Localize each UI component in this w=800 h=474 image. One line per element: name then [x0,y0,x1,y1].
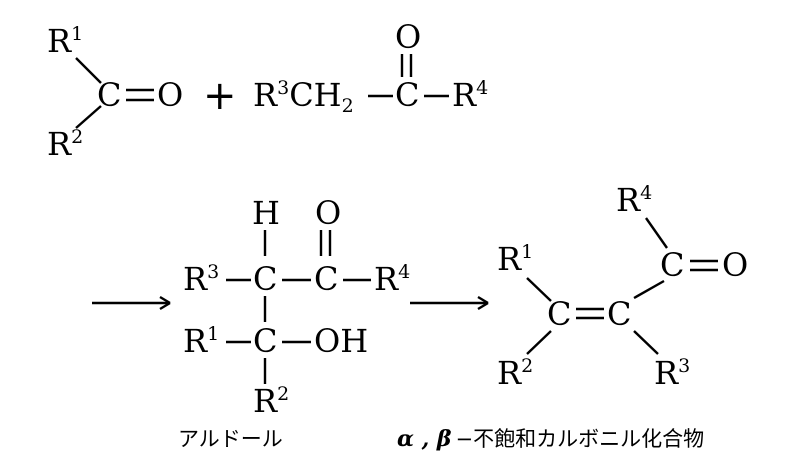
enone-c-left: C [547,295,571,333]
reactant-aldehyde-ketone: R1 R2 C O [47,22,183,163]
bond-c-r3 [633,330,659,355]
aldol-h: H [252,194,280,232]
aldol-caption: アルドール [178,427,283,451]
plus-sign: + [203,73,237,119]
enone-oxygen: O [722,246,748,284]
r3-ch2-label: R3CH2 [253,76,354,117]
reaction-arrow-2 [410,295,489,311]
r2-label: R2 [47,125,83,163]
enone-r2: R2 [497,354,533,392]
bond-c-c-carbonyl [633,279,665,300]
enone-r3: R3 [654,354,690,392]
carbonyl-carbon: C [97,76,121,114]
aldol-c-lower: C [253,322,277,360]
aldol-r4: R4 [374,260,410,298]
bond-r2-c [75,105,102,129]
enone-r4: R4 [616,181,652,219]
r4-label: R4 [452,76,488,114]
carbonyl-oxygen: O [157,76,183,114]
bond-r4-c [645,217,668,249]
aldol-r3: R3 [183,260,219,298]
ketone-carbon: C [395,76,419,114]
aldol-c-carbonyl: C [314,260,338,298]
enone-c-carbonyl: C [660,246,684,284]
enone-r1: R1 [497,240,533,278]
enone-caption: α , β−不飽和カルボニル化合物 [397,426,704,452]
ketone-oxygen: O [395,18,421,56]
bond-r1-c [526,277,552,302]
r1-label: R1 [47,22,83,60]
aldol-c-upper: C [253,260,277,298]
enone-c-right: C [607,295,631,333]
reaction-arrow-1 [92,295,171,311]
aldol-intermediate: H O R3 C C R4 R1 C OH R2 アルドール [178,194,410,451]
bond-r2-c [526,330,552,355]
bond-r1-c [75,57,102,84]
reactant-methylene-ketone: R3CH2 O C R4 [253,18,488,117]
enone-product: R4 C O R1 C C R2 R3 α , β−不飽和カルボニル化合物 [397,181,748,452]
aldol-oh: OH [314,322,368,360]
aldol-oxygen: O [315,194,341,232]
aldol-r1: R1 [183,322,219,360]
aldol-r2: R2 [253,382,289,420]
